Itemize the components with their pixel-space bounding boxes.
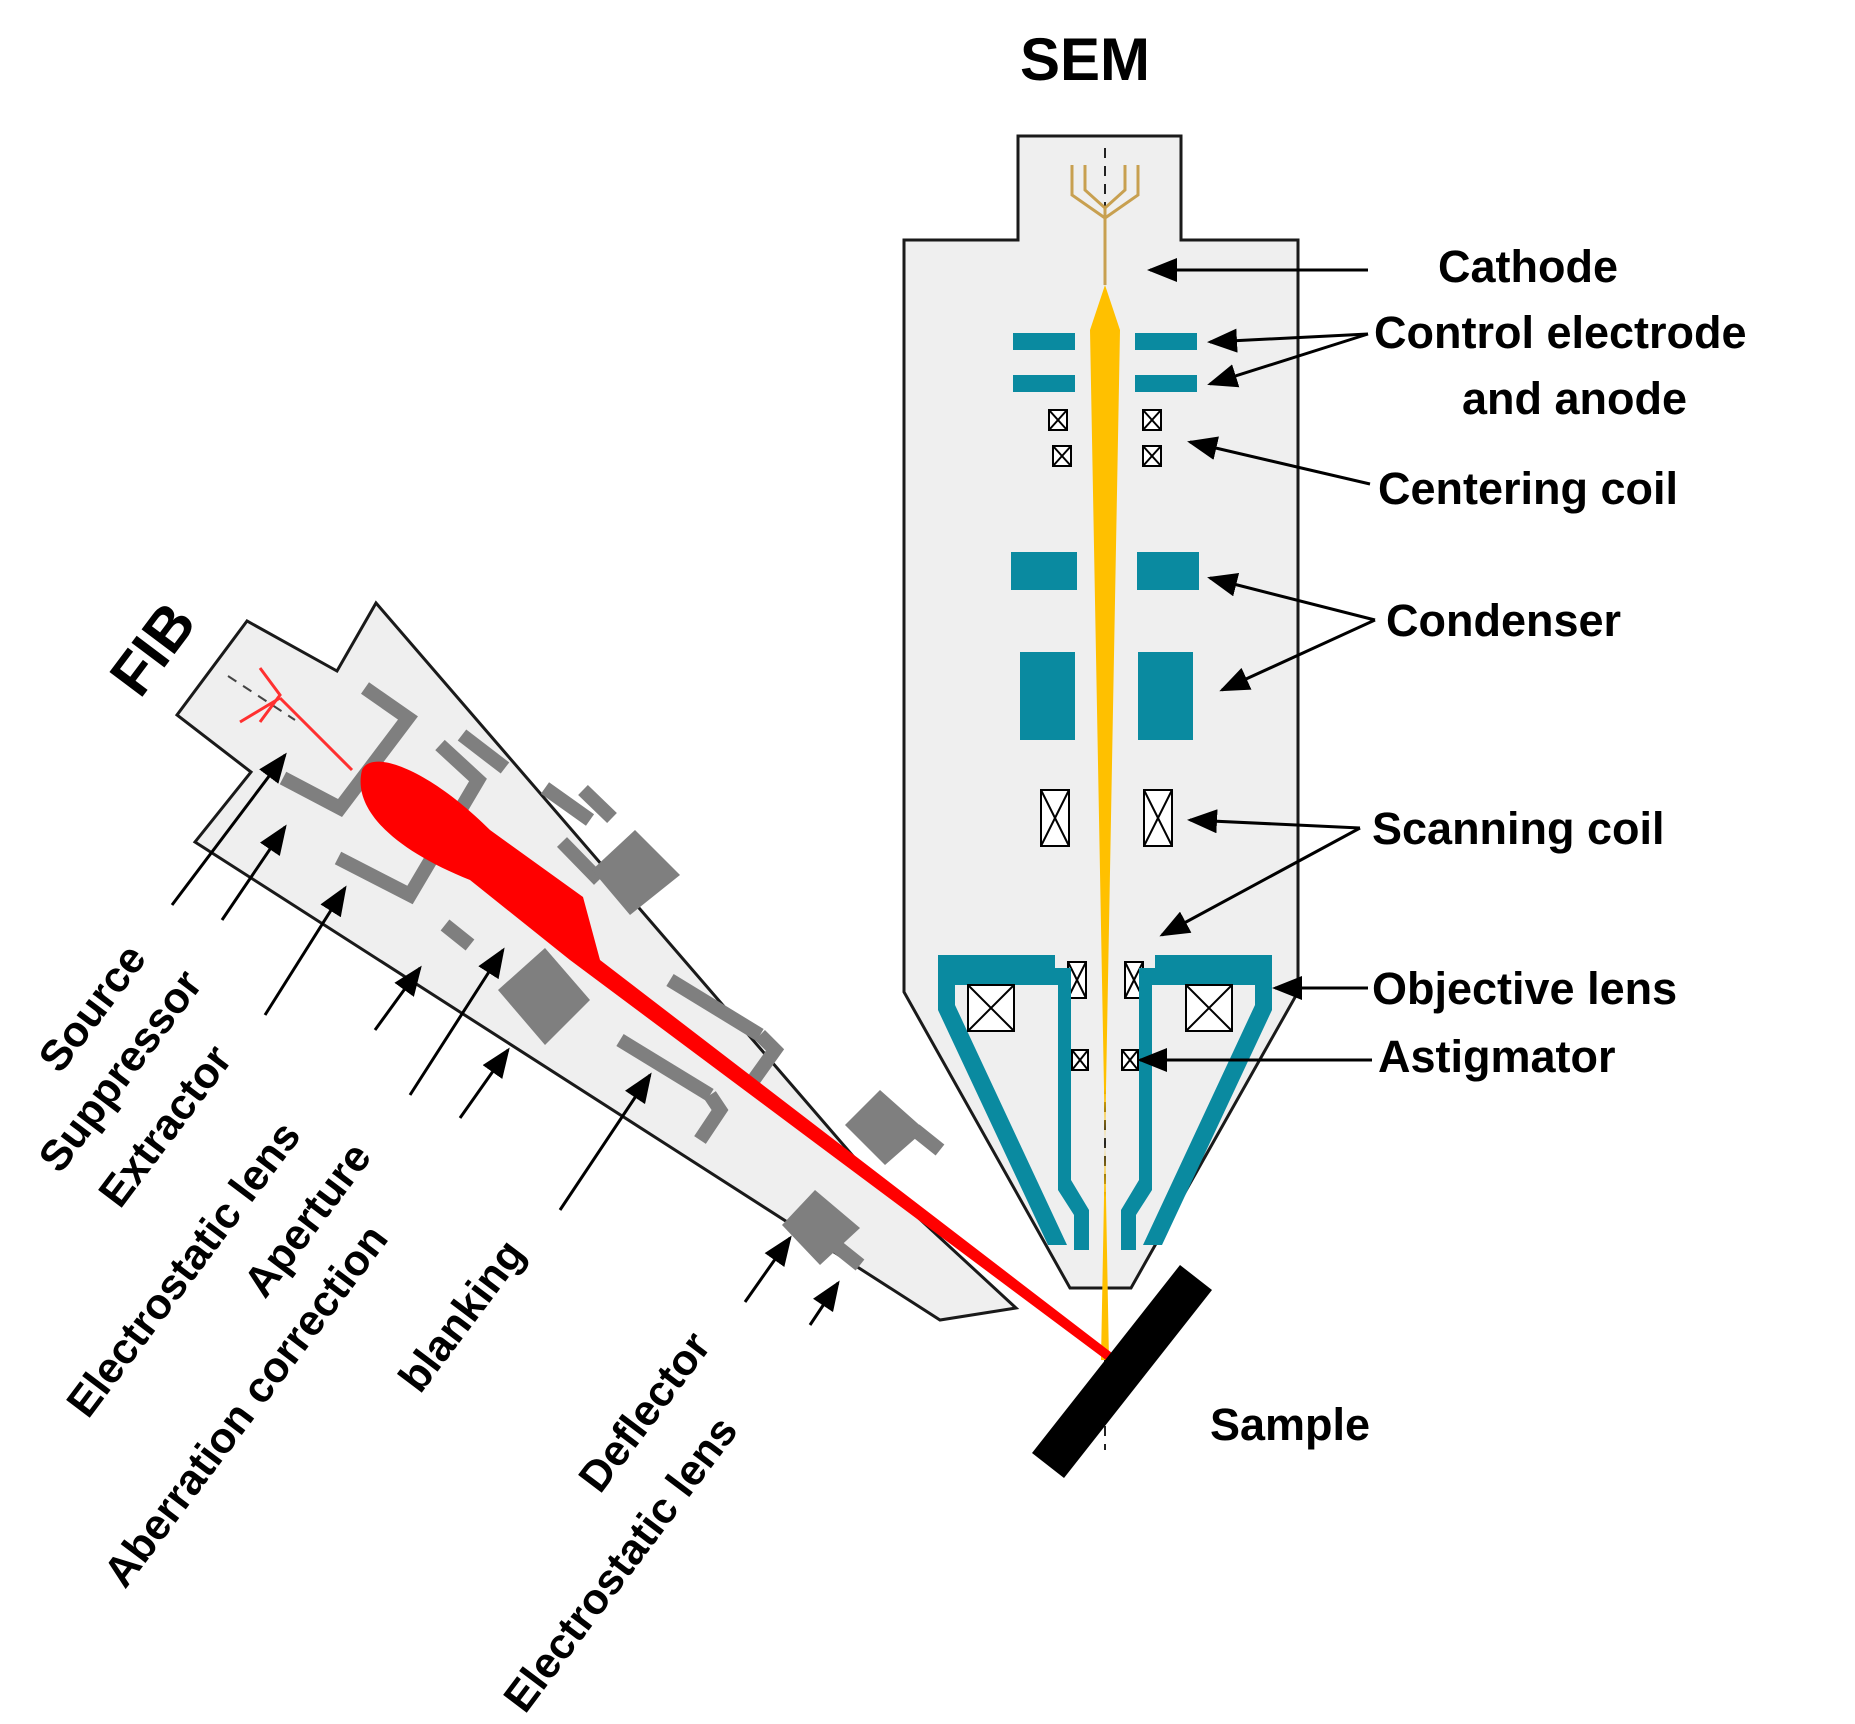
sem-title: SEM: [1020, 26, 1150, 93]
fib-title: FIB: [97, 590, 209, 708]
objective-lens-label: Objective lens: [1372, 963, 1677, 1014]
ion-source-tip: [239, 667, 354, 772]
scanning-coil-arrow-2: [1159, 826, 1361, 937]
astigmator: [1071, 1049, 1139, 1071]
sample-label: Sample: [1210, 1399, 1370, 1450]
extractor-arrow: [263, 885, 347, 1016]
scanning-coil-label: Scanning coil: [1372, 803, 1665, 854]
aperture-arrow: [408, 947, 505, 1096]
electrostatic-lens-arrow-2: [808, 1280, 840, 1326]
blanking-arrow: [558, 1072, 652, 1211]
fib-column: [174, 600, 1112, 1360]
ion-beam: [360, 761, 1112, 1360]
centering-coil-label: Centering coil: [1378, 463, 1678, 514]
condenser-arrow-1: [1207, 573, 1376, 622]
condenser-arrow-2: [1219, 618, 1376, 692]
electrostatic-lens-arrow-1: [373, 965, 422, 1031]
suppressor-arrow: [220, 824, 287, 921]
electron-beam: [1090, 285, 1120, 1360]
sample: [1032, 1265, 1212, 1478]
sem-column: [902, 134, 1300, 1450]
control-electrode-and-anode: [1013, 333, 1197, 392]
blanking-label: blanking: [390, 1231, 535, 1401]
cathode-label: Cathode: [1438, 241, 1618, 292]
objective-lens-coil: [967, 984, 1233, 1032]
aberration-correction-arrow: [458, 1047, 510, 1119]
centering-coil: [1048, 409, 1162, 467]
control-electrode-arrow-2: [1207, 332, 1369, 388]
fib-lens-blocks: [498, 830, 925, 1265]
deflector-arrow: [743, 1235, 792, 1303]
fib-arrows: [170, 752, 840, 1326]
cathode-filament: [1070, 165, 1140, 285]
source-arrow: [170, 752, 287, 906]
astigmator-label: Astigmator: [1378, 1031, 1616, 1082]
sem-arrows: [1137, 258, 1376, 1072]
fib-optical-axis: [227, 675, 296, 721]
control-electrode-arrow-1: [1207, 328, 1369, 353]
condenser-label: Condenser: [1386, 595, 1621, 646]
control-electrode-label-line1: Control electrode: [1374, 307, 1747, 358]
sample-block: [1032, 1265, 1212, 1478]
scanning-coil: [1040, 789, 1173, 999]
control-electrode-label-line2: and anode: [1462, 373, 1687, 424]
objective-lens: [938, 955, 1272, 1250]
sem-labels: Cathode Control electrode and anode Cent…: [1372, 241, 1747, 1082]
centering-coil-arrow: [1187, 436, 1371, 486]
condenser-lens: [1011, 552, 1199, 740]
fib-electrodes: [279, 682, 945, 1271]
scanning-coil-arrow-1: [1187, 809, 1361, 834]
